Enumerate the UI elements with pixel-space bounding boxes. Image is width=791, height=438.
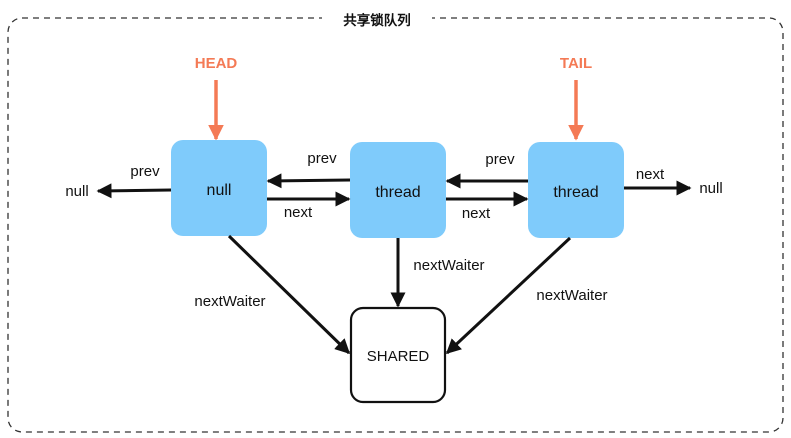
node-middle-label: thread [375, 184, 420, 201]
shared-node [349, 306, 447, 404]
middle-next-label: next [462, 205, 491, 222]
node-tail-label: thread [553, 184, 598, 201]
node-tail [528, 142, 624, 238]
right-null-label: null [699, 180, 722, 197]
middle-prev-arrow [266, 173, 351, 189]
head-label: HEAD [195, 55, 238, 72]
middle-nextwaiter-label: nextWaiter [413, 257, 484, 274]
dashed-frame [7, 17, 784, 433]
tail-prev-label: prev [485, 151, 515, 168]
node-head [171, 140, 267, 236]
head-nextwaiter-label: nextWaiter [194, 293, 265, 310]
head-next-label: next [284, 204, 313, 221]
tail-label: TAIL [560, 55, 592, 72]
head-nextwaiter-arrow [227, 234, 351, 355]
frame-title: 共享锁队列 [343, 12, 411, 28]
node-middle [350, 142, 446, 238]
left-null-label: null [65, 183, 88, 200]
head-prev-arrow [96, 183, 172, 199]
tail-nextwaiter-label: nextWaiter [536, 287, 607, 304]
tail-next-label: next [636, 166, 665, 183]
node-head-label: null [207, 182, 232, 199]
title-background [322, 8, 432, 30]
head-prev-label: prev [130, 163, 160, 180]
shared-node-label: SHARED [367, 348, 430, 365]
tail-nextwaiter-arrow [445, 236, 572, 355]
middle-prev-label: prev [307, 150, 337, 167]
